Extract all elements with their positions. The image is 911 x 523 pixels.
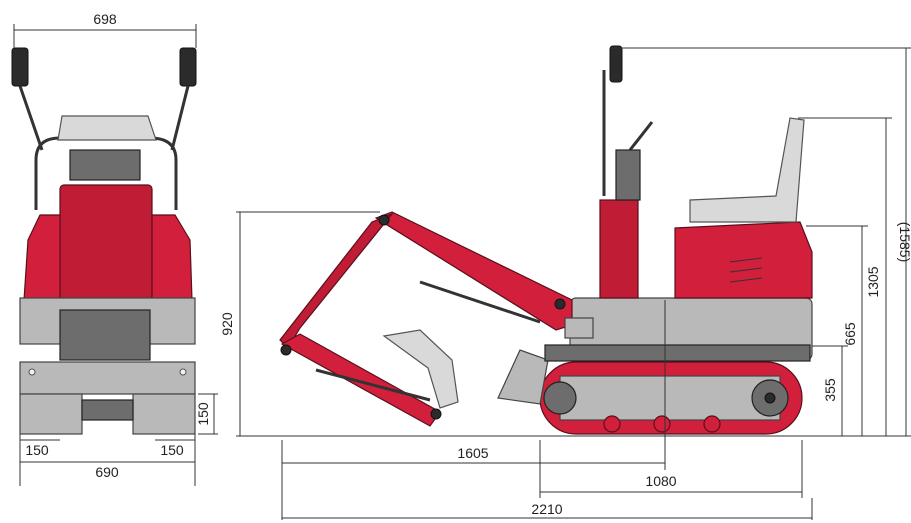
left-mirror [11, 47, 29, 87]
dim-side-total-length: 2210 [531, 501, 562, 517]
side-mirror [609, 45, 623, 83]
dim-side-roll-bar-height: (1585) [897, 222, 911, 262]
control-levers [69, 149, 141, 181]
side-dimensions: 920 1605 1080 2210 355 665 1305 (1585) [219, 47, 911, 520]
dim-side-dig-height: 920 [219, 312, 235, 336]
front-dimensions: 698 690 150 150 150 [13, 11, 218, 486]
side-boom [374, 211, 573, 331]
front-seat [57, 115, 157, 141]
left-track [19, 393, 83, 435]
dim-side-reach-front: 1605 [457, 445, 488, 461]
side-boom-cylinder [419, 280, 541, 324]
side-track-frame [559, 375, 781, 421]
dim-side-body-height: 355 [822, 378, 838, 402]
side-control-tower [599, 199, 639, 299]
dim-front-track-left: 150 [25, 442, 49, 458]
side-bucket [382, 329, 459, 409]
front-boom [59, 184, 153, 301]
side-seat [689, 117, 805, 223]
side-arm-upper [279, 212, 394, 349]
right-track [132, 393, 196, 435]
side-arm-cylinder [315, 368, 431, 402]
front-blade [19, 361, 196, 395]
front-swing-motor [59, 309, 151, 361]
side-swing-bracket [564, 317, 594, 339]
dim-front-top-width: 698 [93, 11, 117, 27]
dim-side-track-length: 1080 [645, 473, 676, 489]
dim-side-seat-height: 665 [842, 322, 858, 346]
dim-front-blade-height: 150 [195, 402, 211, 426]
side-blade [497, 349, 549, 405]
front-view [11, 47, 197, 435]
dim-front-track-right: 150 [160, 442, 184, 458]
dim-front-track-width: 690 [95, 464, 119, 480]
side-view [279, 45, 813, 435]
right-mirror [179, 47, 197, 87]
dim-side-overall-height: 1305 [865, 266, 881, 297]
